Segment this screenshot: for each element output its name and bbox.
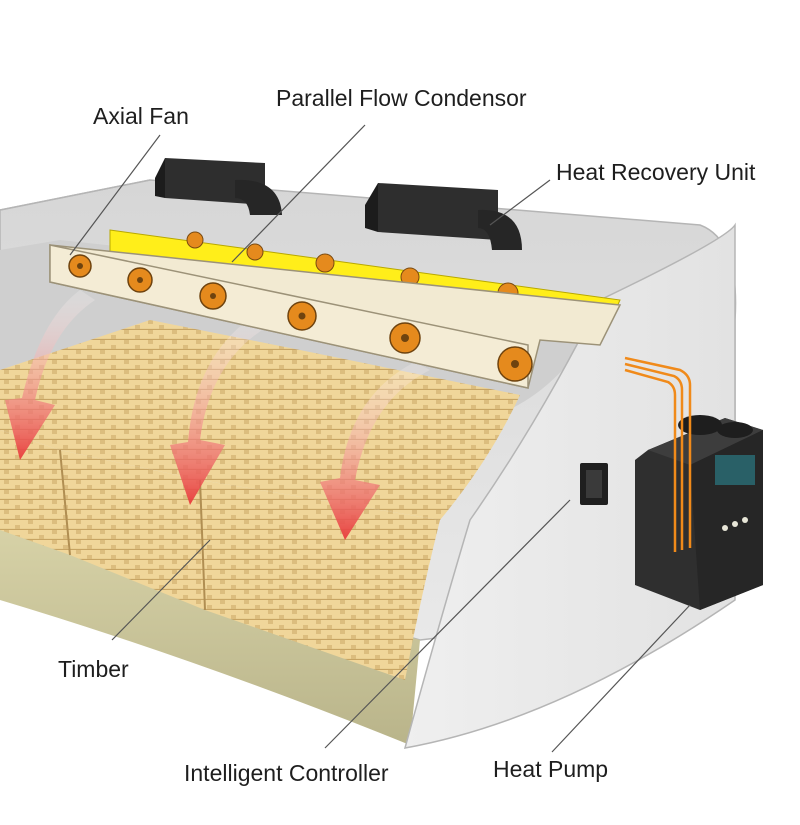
chamber-end-wall bbox=[403, 222, 736, 749]
axial-fan-icon bbox=[68, 254, 92, 278]
axial-fan-icon bbox=[127, 267, 153, 293]
axial-fan-icon bbox=[497, 346, 533, 382]
fan-icon bbox=[246, 243, 264, 261]
heat-pump-unit bbox=[635, 415, 763, 610]
chamber-left-edge bbox=[0, 179, 151, 211]
label-heat-pump: Heat Pump bbox=[493, 756, 609, 782]
axial-fan-icon bbox=[199, 282, 227, 310]
leader-axial-fan bbox=[69, 134, 161, 256]
leader-heat-recovery bbox=[489, 179, 551, 226]
axial-fan-icon bbox=[287, 301, 317, 331]
stack-divider bbox=[199, 479, 206, 611]
leader-heat-pump bbox=[551, 604, 691, 753]
heat-recovery-unit-left bbox=[155, 158, 282, 215]
fan-icon bbox=[186, 231, 204, 249]
chamber-floor bbox=[0, 520, 420, 745]
timber-stack-front-mid bbox=[60, 450, 205, 610]
heat-recovery-unit-right bbox=[365, 183, 522, 250]
leader-controller bbox=[324, 499, 571, 749]
refrigerant-pipes bbox=[624, 356, 692, 552]
hot-air-arrow-right bbox=[320, 362, 430, 540]
intelligent-controller-box bbox=[580, 463, 608, 505]
leader-lines bbox=[69, 124, 691, 753]
timber-stack-front-left bbox=[0, 430, 70, 555]
hot-air-arrow-left bbox=[5, 290, 95, 460]
stack-divider bbox=[59, 449, 71, 556]
timber-stack-top bbox=[0, 320, 520, 520]
label-timber: Timber bbox=[58, 656, 129, 682]
hot-air-arrow-mid bbox=[170, 315, 270, 505]
axial-fan-row bbox=[68, 254, 533, 382]
timber-stack-front-right bbox=[200, 480, 440, 680]
leader-condensor bbox=[231, 124, 366, 263]
hot-air-flow bbox=[5, 290, 430, 540]
timber-stack bbox=[0, 320, 520, 680]
label-heat-recovery-unit: Heat Recovery Unit bbox=[556, 159, 756, 185]
label-parallel-flow-condensor: Parallel Flow Condensor bbox=[276, 85, 527, 111]
leader-timber bbox=[111, 539, 211, 641]
label-intelligent-controller: Intelligent Controller bbox=[184, 760, 389, 786]
label-axial-fan: Axial Fan bbox=[93, 103, 189, 129]
axial-fan-icon bbox=[389, 322, 421, 354]
fan-icon bbox=[315, 253, 335, 273]
